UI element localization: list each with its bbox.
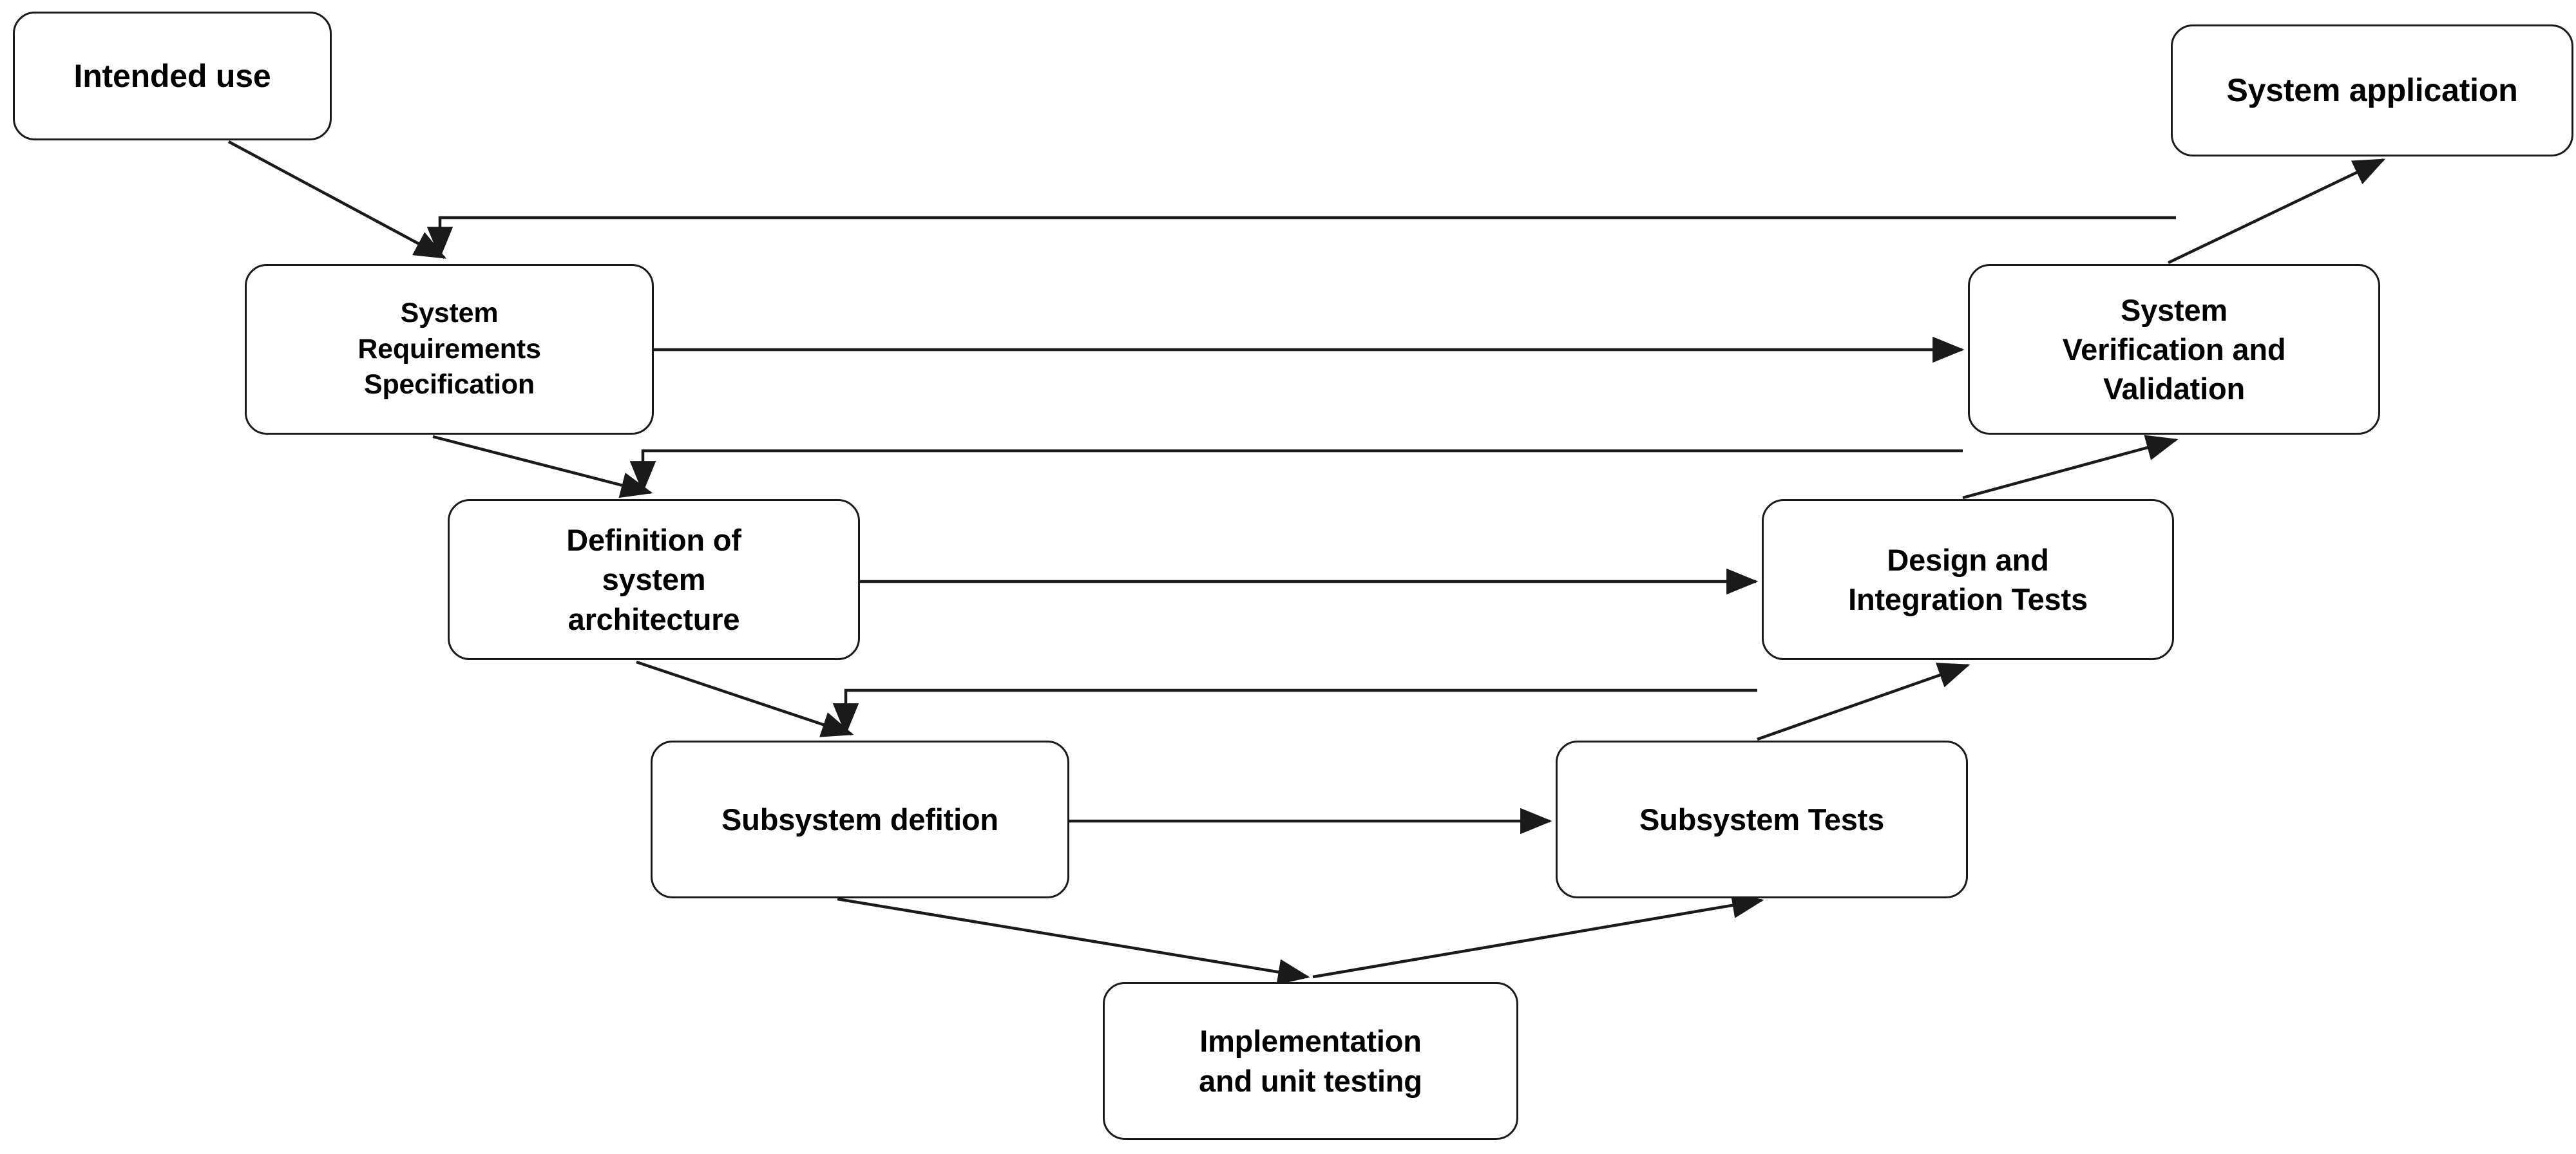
edge-srs-to-architecture	[432, 435, 653, 498]
node-label-design-and-integration-tests: Design and Integration Tests	[1848, 542, 2088, 616]
node-subsystem-tests[interactable]: Subsystem Tests	[1556, 741, 1968, 898]
edge-verification-bracket-srs	[426, 216, 2176, 259]
node-definition-of-system-architecture[interactable]: Definition of system architecture	[448, 499, 860, 660]
node-label-implementation-and-unit-testing: Implementation and unit testing	[1199, 1024, 1422, 1098]
edge-implementation-to-subtests	[1312, 892, 1764, 979]
node-label-system-verification-and-validation: System Verification and Validation	[2062, 292, 2286, 406]
node-label-system-application: System application	[2226, 72, 2518, 108]
edge-verification-to-application	[2168, 158, 2386, 265]
edge-design-bracket-architecture	[629, 449, 1963, 493]
node-label-subsystem-defition: Subsystem defition	[721, 802, 998, 837]
node-label-definition-of-system-architecture: Definition of system architecture	[566, 523, 741, 636]
node-label-intended-use: Intended use	[73, 57, 271, 94]
node-label-subsystem-tests: Subsystem Tests	[1639, 802, 1885, 837]
edge-subtests-to-design	[1757, 663, 1970, 741]
node-implementation-and-unit-testing[interactable]: Implementation and unit testing	[1103, 982, 1518, 1140]
node-intended-use[interactable]: Intended use	[13, 12, 332, 140]
edge-intended-use-to-srs	[227, 140, 447, 259]
node-system-requirements-specification[interactable]: System Requirements Specification	[245, 264, 654, 435]
edge-subtests-bracket-subsystem	[832, 688, 1757, 735]
node-subsystem-defition[interactable]: Subsystem defition	[651, 741, 1069, 898]
node-design-and-integration-tests[interactable]: Design and Integration Tests	[1762, 499, 2174, 660]
edge-architecture-to-subsystem	[636, 660, 854, 737]
node-label-system-requirements-specification: System Requirements Specification	[358, 297, 541, 401]
node-system-verification-and-validation[interactable]: System Verification and Validation	[1968, 264, 2380, 435]
edge-subsystem-to-implementation	[837, 897, 1310, 985]
node-system-application[interactable]: System application	[2171, 24, 2573, 156]
edge-design-to-verification	[1962, 435, 2179, 500]
